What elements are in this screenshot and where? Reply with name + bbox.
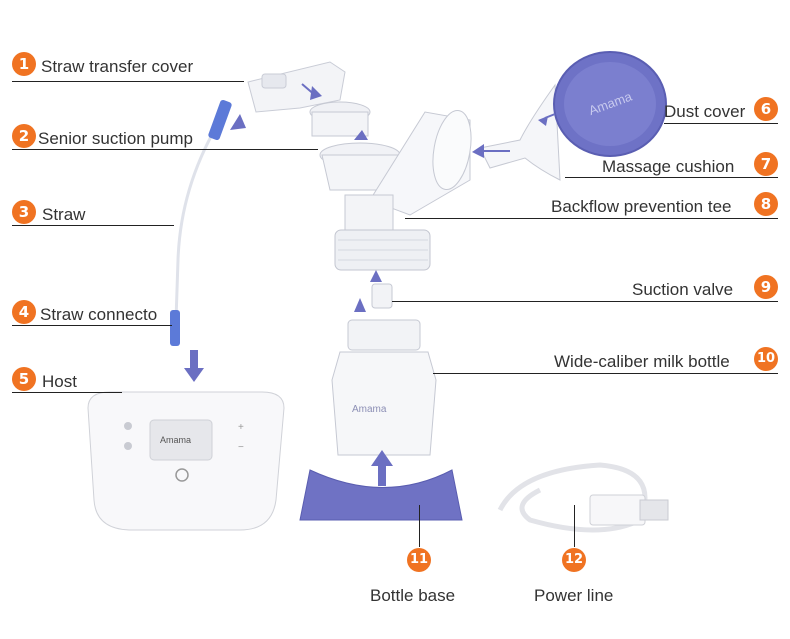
- straw-end-top: [208, 99, 232, 141]
- callout-label-straw-connector: Straw connecto: [40, 305, 158, 324]
- callout-label-milk-bottle: Wide-caliber milk bottle: [554, 352, 730, 371]
- pump-body-shape: [319, 109, 472, 231]
- callout-number-10: 10: [754, 347, 778, 371]
- bottle-logo: Amama: [352, 404, 387, 415]
- callout-label-straw: Straw: [42, 205, 86, 224]
- callout-number-7: 7: [754, 152, 778, 176]
- arrow-icon: [184, 368, 204, 382]
- leader-line: [433, 373, 778, 374]
- straw-connector-piece: [170, 310, 180, 346]
- callout-label-bottle-base: Bottle base: [370, 586, 456, 605]
- callout-label-senior-suction-pump: Senior suction pump: [38, 129, 193, 148]
- callout-number-8: 8: [754, 192, 778, 216]
- arrow-icon: [354, 298, 366, 312]
- callout-label-suction-valve: Suction valve: [632, 280, 734, 299]
- callout-number-4: 4: [12, 300, 36, 324]
- callout-label-straw-transfer-cover: Straw transfer cover: [41, 57, 194, 76]
- callout-label-dust-cover: Dust cover: [664, 102, 746, 121]
- leader-line: [12, 225, 174, 226]
- leader-line: [12, 81, 244, 82]
- assembly-arrows: [184, 83, 556, 486]
- leader-line: [12, 392, 122, 393]
- svg-text:−: −: [238, 442, 244, 453]
- arrow-icon: [354, 130, 368, 140]
- callout-number-6: 6: [754, 97, 778, 121]
- callout-number-1: 1: [12, 52, 36, 76]
- massage-cushion-shape: [479, 83, 561, 181]
- leader-line: [574, 505, 575, 547]
- callout-number-5: 5: [12, 367, 36, 391]
- host-logo: Amama: [160, 435, 191, 445]
- suction-pump-shape: [309, 101, 371, 137]
- callout-label-power-line: Power line: [534, 586, 614, 605]
- arrow-icon: [472, 144, 484, 158]
- callout-number-3: 3: [12, 200, 36, 224]
- callout-number-9: 9: [754, 275, 778, 299]
- callout-label-backflow-prevention-tee: Backflow prevention tee: [551, 197, 732, 216]
- arrow-icon: [310, 86, 322, 100]
- svg-text:+: +: [238, 422, 244, 433]
- straw-transfer-cover-shape: [247, 61, 346, 113]
- arrow-icon: [371, 450, 393, 466]
- leader-line: [12, 149, 318, 150]
- callout-number-12: 12: [562, 548, 586, 572]
- callout-number-11: 11: [407, 548, 431, 572]
- callout-label-host: Host: [42, 372, 77, 391]
- arrow-icon: [370, 270, 382, 282]
- bottle-collar-shape: [334, 229, 431, 271]
- leader-line: [405, 218, 778, 219]
- bottle-base-shape: [299, 469, 463, 521]
- dust-cover-shape: Amama: [553, 51, 667, 157]
- host-device-shape: Amama + −: [87, 391, 285, 531]
- leader-line: [419, 505, 420, 547]
- power-cable-shape: [497, 462, 669, 533]
- arrow-icon: [230, 114, 246, 130]
- leader-line: [664, 123, 778, 124]
- leader-line: [392, 301, 778, 302]
- milk-bottle-shape: Amama: [331, 319, 437, 456]
- leader-line: [565, 177, 778, 178]
- callout-number-2: 2: [12, 124, 36, 148]
- callout-label-massage-cushion: Massage cushion: [602, 157, 735, 176]
- suction-valve-shape: [371, 283, 393, 309]
- leader-line: [12, 325, 172, 326]
